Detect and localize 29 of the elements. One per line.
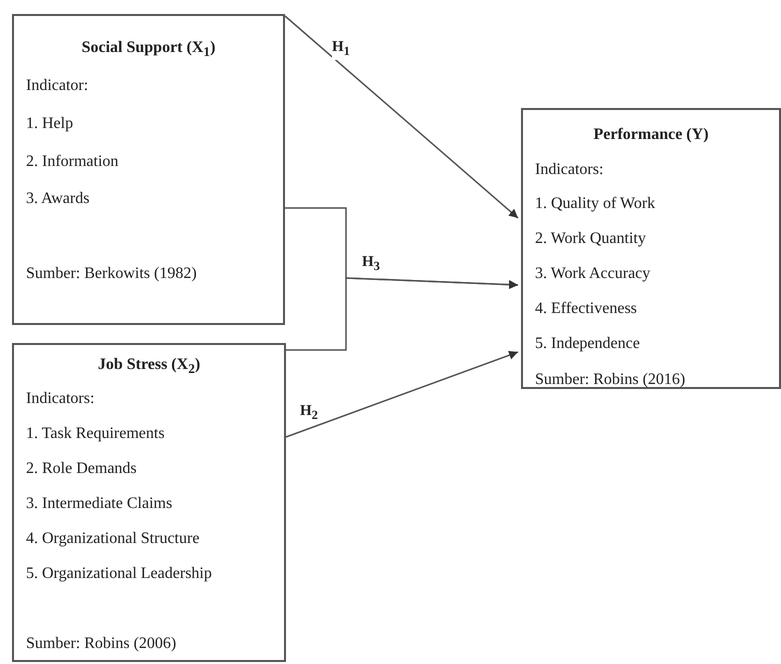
source-text: Sumber: Robins (2016) bbox=[535, 370, 686, 390]
indicator-item: 2. Work Quantity bbox=[535, 229, 646, 249]
indicator-item: 1. Quality of Work bbox=[535, 194, 656, 214]
indicator-item: 1. Task Requirements bbox=[26, 424, 165, 444]
variable-box bbox=[12, 14, 285, 325]
indicator-item: 5. Independence bbox=[535, 334, 640, 354]
variable-box bbox=[12, 343, 286, 662]
edge-label: H$_{1}$ bbox=[332, 38, 350, 60]
indicator-item: 3. Work Accuracy bbox=[535, 264, 650, 284]
arrow bbox=[286, 350, 518, 438]
source-text: Sumber: Robins (2006) bbox=[26, 634, 176, 654]
indicator-item: 4. Organizational Structure bbox=[26, 529, 200, 549]
variable-heading: Job Stress (X$_{2}$) bbox=[96, 355, 202, 378]
indicator-heading: Indicators: bbox=[26, 389, 94, 409]
indicator-item: 2. Role Demands bbox=[26, 459, 137, 479]
indicator-item: 4. Effectiveness bbox=[535, 299, 637, 319]
indicator-heading: Indicator: bbox=[26, 76, 88, 96]
variable-heading: Social Support (X$_{1}$) bbox=[80, 38, 216, 62]
indicator-item: 3. Intermediate Claims bbox=[26, 494, 172, 514]
arrow bbox=[286, 277, 518, 351]
variable-heading: Performance (Y) bbox=[592, 125, 710, 145]
indicator-item: 1. Help bbox=[26, 114, 74, 134]
indicator-item: 5. Organizational Leadership bbox=[26, 564, 212, 584]
indicator-item: 2. Information bbox=[26, 152, 118, 172]
indicator-heading: Indicators: bbox=[535, 160, 604, 180]
indicator-item: 3. Awards bbox=[26, 189, 90, 209]
arrow bbox=[284, 15, 518, 219]
variable-box bbox=[521, 108, 781, 389]
source-text: Sumber: Berkowits (1982) bbox=[26, 264, 197, 284]
